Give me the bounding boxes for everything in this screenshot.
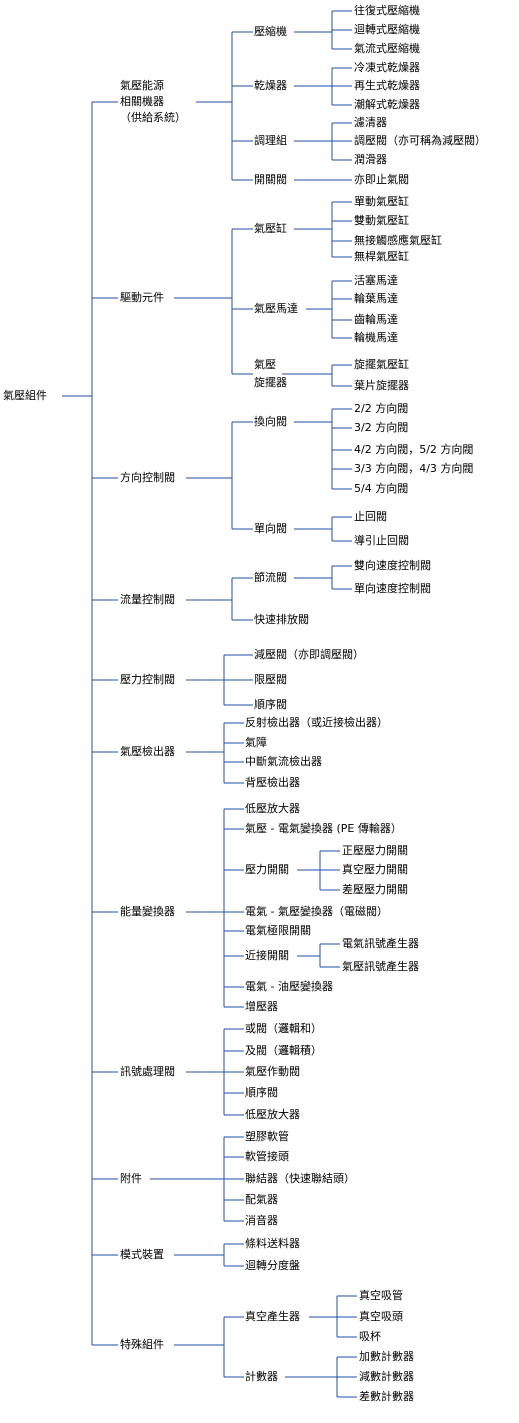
leaf-node: 雙動氣壓缸: [354, 214, 409, 227]
leaf-node: 無接觸感應氣壓缸: [354, 234, 442, 247]
leaf-node: 輪葉馬達: [354, 292, 398, 305]
subcategory-node: 消音器: [245, 1214, 278, 1227]
subcategory-node: 配氣器: [245, 1193, 278, 1206]
leaf-node: 正壓壓力開關: [342, 844, 408, 857]
category-node: 附件: [120, 1172, 142, 1185]
category-node: 流量控制閥: [120, 593, 175, 606]
subcategory-node: 限壓閥: [254, 673, 287, 686]
leaf-node: 齒輪馬達: [354, 313, 398, 326]
category-node: 壓力控制閥: [120, 673, 175, 686]
leaf-node: 濾清器: [354, 116, 387, 129]
leaf-node: 3/3 方向閥，4/3 方向閥: [354, 462, 474, 475]
leaf-node: 亦即止氣閥: [354, 173, 409, 186]
leaf-node: 葉片旋擺器: [354, 379, 409, 392]
subcategory-node: 軟管接頭: [245, 1150, 289, 1163]
subcategory-node: 氣壓作動閥: [245, 1065, 300, 1078]
leaf-node: 單向速度控制閥: [354, 582, 431, 595]
category-node: 模式裝置: [120, 1248, 164, 1261]
subcategory-node: 聯結器（快速聯結頭）: [245, 1172, 355, 1185]
leaf-node: 4/2 方向閥，5/2 方向閥: [354, 443, 474, 456]
subcategory-node: 增壓器: [245, 1000, 278, 1013]
leaf-node: 吸杯: [359, 1330, 381, 1343]
leaf-node: 5/4 方向閥: [354, 482, 409, 495]
leaf-node: 調壓閥（亦可稱為減壓閥）: [354, 134, 486, 147]
subcategory-node: 開關閥: [254, 173, 287, 186]
subcategory-node: 條料送料器: [245, 1237, 300, 1250]
subcategory-node: 單向閥: [254, 522, 287, 535]
subcategory-node: 塑膠軟管: [245, 1130, 289, 1143]
subcategory-node: 氣障: [245, 736, 267, 749]
leaf-node: 加數計數器: [359, 1350, 414, 1363]
subcategory-node: 電氣 - 氣壓變換器（電磁閥）: [245, 905, 388, 918]
subcategory-node: 或閥（邏輯和）: [245, 1022, 322, 1035]
root-node: 氣壓組件: [3, 389, 47, 402]
leaf-node: 氣流式壓縮機: [354, 42, 420, 55]
subcategory-node: 乾燥器: [254, 79, 287, 92]
leaf-node: 雙向速度控制閥: [354, 559, 431, 572]
subcategory-node: 計數器: [245, 1370, 278, 1383]
subcategory-node: 換向閥: [254, 415, 287, 428]
category-node: 方向控制閥: [120, 471, 175, 484]
category-node: 氣壓能源 相關機器 （供給系統）: [120, 79, 186, 124]
leaf-node: 潮解式乾燥器: [354, 98, 420, 111]
subcategory-node: 近接開關: [245, 949, 289, 962]
subcategory-node: 電氣 - 油壓變換器: [245, 980, 333, 993]
subcategory-node: 節流閥: [254, 571, 287, 584]
leaf-node: 單動氣壓缸: [354, 195, 409, 208]
subcategory-node: 及閥（邏輯積）: [245, 1044, 322, 1057]
subcategory-node: 反射檢出器（或近接檢出器）: [245, 716, 388, 729]
leaf-node: 往復式壓縮機: [354, 4, 420, 17]
leaf-node: 再生式乾燥器: [354, 79, 420, 92]
leaf-node: 減數計數器: [359, 1370, 414, 1383]
subcategory-node: 電氣極限開關: [245, 924, 311, 937]
subcategory-node: 低壓放大器: [245, 1108, 300, 1121]
subcategory-node: 氣壓馬達: [254, 302, 298, 315]
leaf-node: 導引止回閥: [354, 534, 409, 547]
leaf-node: 真空壓力開關: [342, 863, 408, 876]
leaf-node: 潤滑器: [354, 153, 387, 166]
category-node: 能量變換器: [120, 905, 175, 918]
category-node: 驅動元件: [120, 291, 164, 304]
leaf-node: 差數計數器: [359, 1390, 414, 1403]
subcategory-node: 背壓檢出器: [245, 776, 300, 789]
subcategory-node: 減壓閥（亦即調壓閥）: [254, 648, 364, 661]
leaf-node: 冷凍式乾燥器: [354, 61, 420, 74]
leaf-node: 電氣訊號產生器: [342, 937, 419, 950]
subcategory-node: 中斷氣流檢出器: [245, 755, 322, 768]
subcategory-node: 氣壓 - 電氣變換器 (PE 傳輸器）: [245, 822, 402, 835]
subcategory-node: 快速排放閥: [254, 613, 309, 626]
leaf-node: 真空吸頭: [359, 1310, 403, 1323]
leaf-node: 真空吸管: [359, 1289, 403, 1302]
subcategory-node: 氣壓缸: [254, 222, 287, 235]
subcategory-node: 壓縮機: [254, 25, 287, 38]
leaf-node: 旋擺氣壓缸: [354, 358, 409, 371]
category-node: 特殊組件: [120, 1338, 164, 1351]
leaf-node: 氣壓訊號產生器: [342, 960, 419, 973]
subcategory-node: 氣壓 旋擺器: [254, 358, 287, 389]
subcategory-node: 順序閥: [254, 698, 287, 711]
leaf-node: 3/2 方向閥: [354, 421, 409, 434]
leaf-node: 迴轉式壓縮機: [354, 23, 420, 36]
category-node: 訊號處理閥: [120, 1065, 175, 1078]
leaf-node: 輪機馬達: [354, 331, 398, 344]
leaf-node: 差壓壓力開關: [342, 883, 408, 896]
leaf-node: 止回閥: [354, 510, 387, 523]
subcategory-node: 真空產生器: [245, 1310, 300, 1323]
subcategory-node: 順序閥: [245, 1086, 278, 1099]
subcategory-node: 壓力開關: [245, 863, 289, 876]
subcategory-node: 迴轉分度盤: [245, 1259, 300, 1272]
leaf-node: 2/2 方向閥: [354, 402, 409, 415]
subcategory-node: 調理組: [254, 134, 287, 147]
subcategory-node: 低壓放大器: [245, 802, 300, 815]
leaf-node: 活塞馬達: [354, 274, 398, 287]
category-node: 氣壓檢出器: [120, 745, 175, 758]
leaf-node: 無桿氣壓缸: [354, 250, 409, 263]
